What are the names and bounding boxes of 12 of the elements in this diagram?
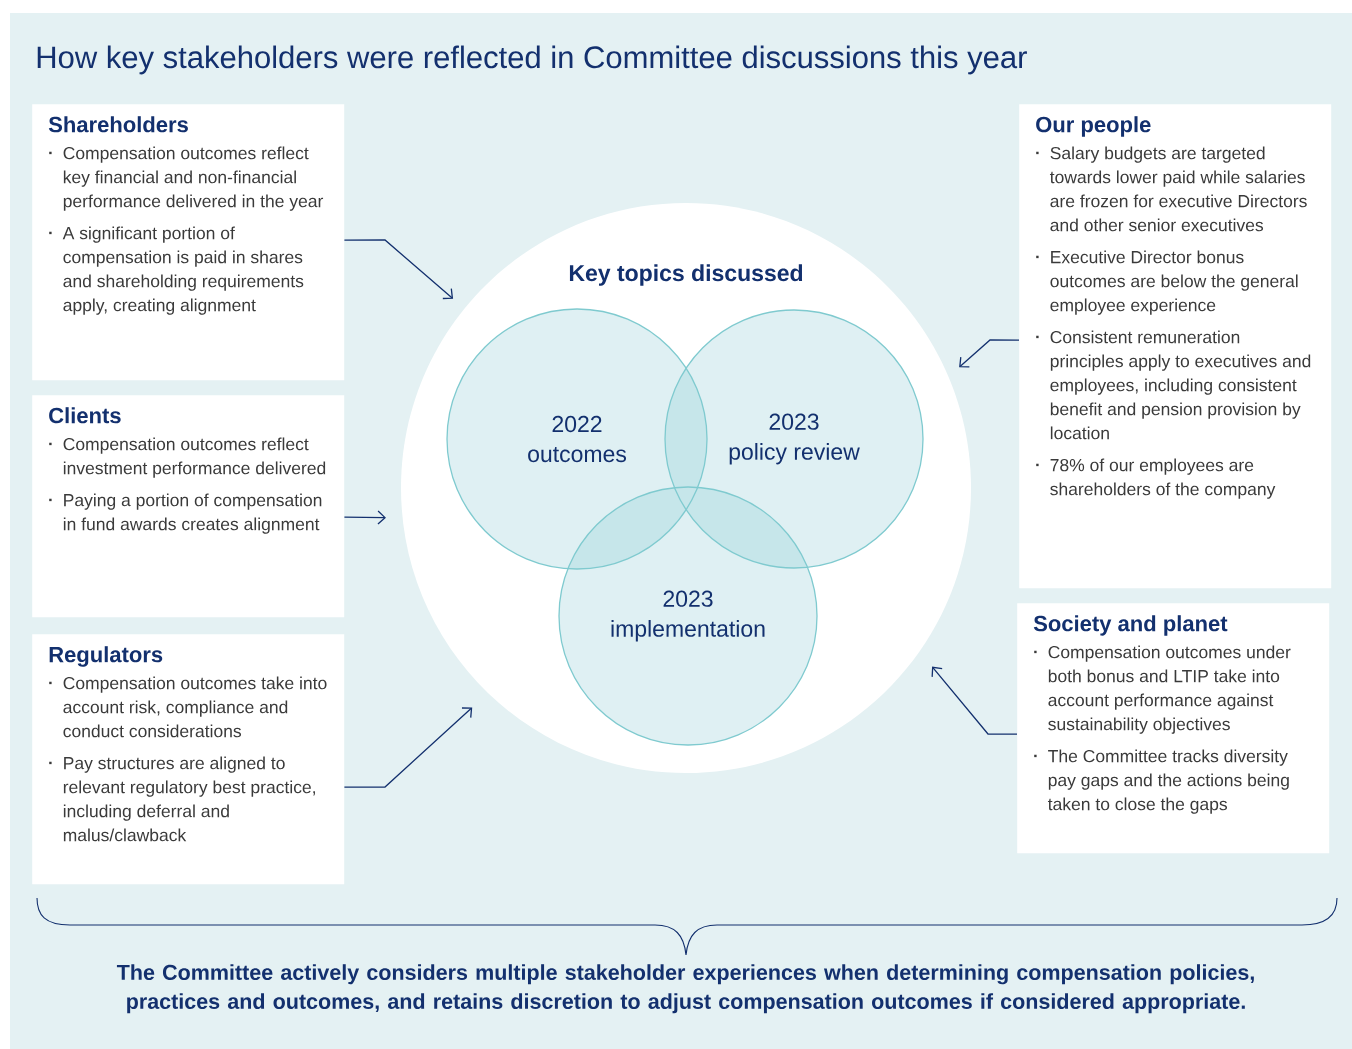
stakeholder-box: Society and planet Compensation outcomes under both bonus and LTIP take into account performance against sustainability objectives The Committee tracks diversity pay gaps and the actions being taken to close the gaps bbox=[1017, 603, 1330, 854]
arrow bbox=[343, 707, 473, 788]
arrow bbox=[959, 339, 1020, 368]
stakeholder-box: Regulators Compensation outcomes take into account risk, compliance and conduct considerations Pay structures are aligned to relevant regulatory best practice, including deferral and malus/clawback bbox=[32, 634, 345, 885]
stakeholder-box: Clients Compensation outcomes reflect investment performance delivered Paying a portion of compensation in fund awards creates alignment bbox=[32, 395, 345, 618]
stakeholder-box: Shareholders Compensation outcomes reflect key financial and non-financial performance delivered in the year A significant portion of compensation is paid in shares and shareholding requirements apply, creating alignment bbox=[32, 104, 345, 381]
caption: The Committee actively considers multiple stakeholder experiences when determining compensation policies, practices and outcomes, and retains discretion to adjust compensation outcomes if considered appropriate. bbox=[116, 964, 1254, 1014]
arrow bbox=[931, 666, 1018, 735]
arrow bbox=[343, 510, 386, 525]
title: How key stakeholders were reflected in Committee discussions this year bbox=[37, 45, 1027, 75]
arrow bbox=[343, 239, 454, 300]
stakeholder-box: Our people Salary budgets are targeted towards lower paid while salaries are frozen for executive Directors and other senior executives Executive Director bonus outcomes are below the general employee experience Consistent remuneration principles apply to executives and employees, including consistent benefit and pension provision by location 78% of our employees are shareholders of the company bbox=[1019, 104, 1332, 589]
